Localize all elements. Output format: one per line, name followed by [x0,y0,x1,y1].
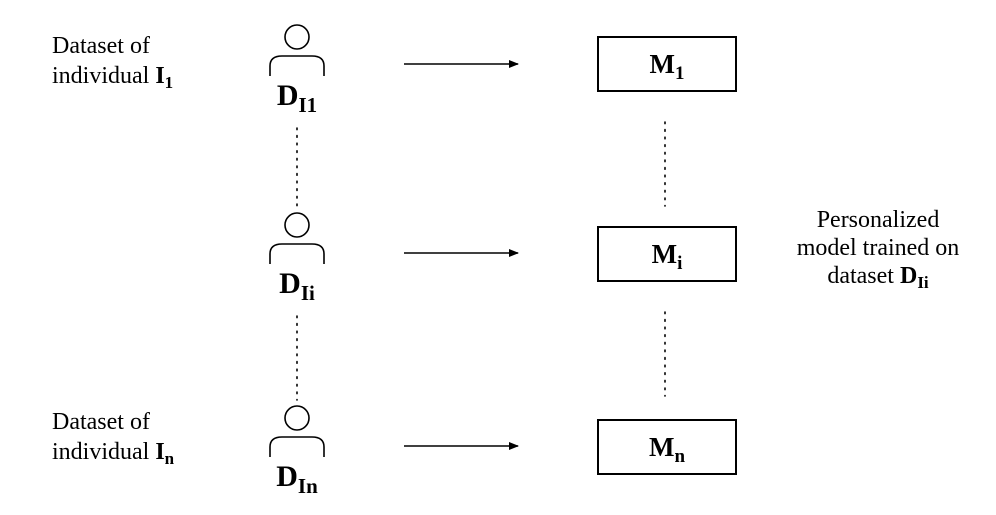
person-icon-1 [269,24,325,76]
annotation-line3: dataset DIi [827,263,929,292]
annotation-line2: model trained on [796,235,960,261]
dataset-label-n: DIn [276,460,318,498]
model-label-1: M1 [649,49,685,84]
person-icon-i [269,212,325,264]
dataset-label-1: DI1 [276,79,318,117]
individual-1-label-line1: Dataset of [52,33,150,59]
dataset-label-i: DIi [279,267,315,305]
personalized-model-annotation: Personalized model trained on dataset DI… [778,206,978,292]
model-box-i [597,226,737,282]
individual-n-label-line1: Dataset of [52,409,150,435]
model-box-n [597,419,737,475]
individual-1-label: Dataset of individual I1 [52,31,173,91]
individual-n-label-line2: individual In [52,439,175,468]
model-box-1 [597,36,737,92]
model-label-n: Mn [648,432,686,467]
annotation-line1: Personalized [816,207,940,233]
individual-n-label: Dataset of individual In [52,407,174,467]
individual-1-label-line2: individual I1 [52,63,174,92]
person-icon-n [269,405,325,457]
model-label-i: Mi [651,239,683,274]
